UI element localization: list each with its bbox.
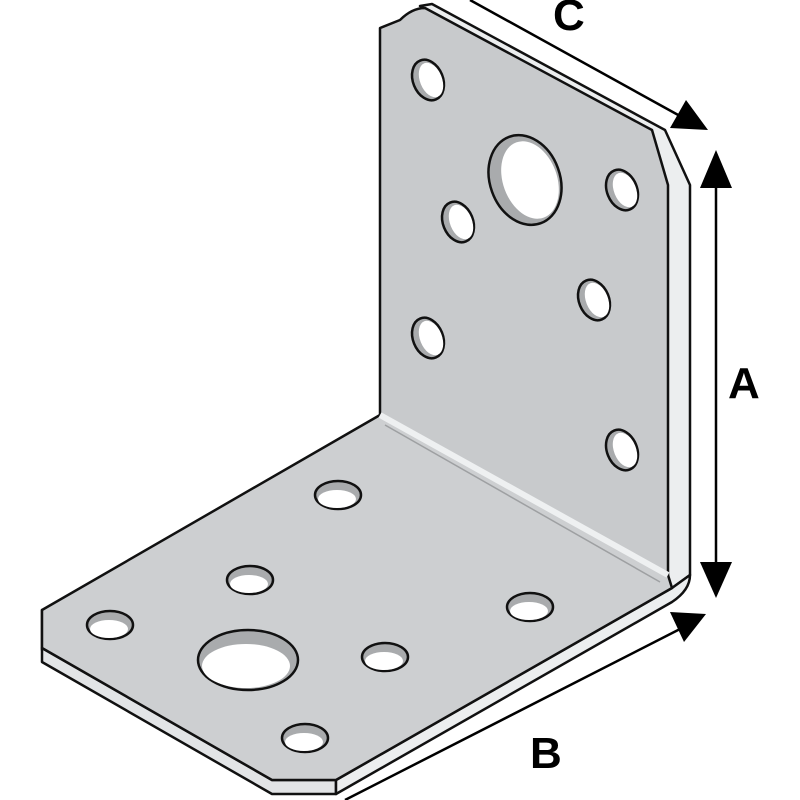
large-hole [487, 133, 563, 227]
bend-line [384, 424, 661, 583]
small-hole [576, 278, 612, 322]
horizontal-plate-side-edge [334, 573, 692, 796]
dimension-a-arrowhead-top [700, 150, 732, 188]
small-hole [360, 641, 410, 673]
small-hole [505, 591, 555, 623]
small-hole [410, 58, 446, 102]
small-hole [604, 428, 640, 472]
dimension-b-label: B [530, 729, 562, 778]
horizontal-plate [40, 412, 692, 796]
dimension-a: A [700, 150, 760, 598]
large-hole [196, 628, 300, 692]
small-hole [85, 609, 135, 641]
vertical-plate-holes [410, 58, 640, 472]
small-hole [313, 479, 363, 511]
dimension-a-label: A [728, 359, 760, 408]
small-hole [604, 168, 640, 212]
bend-highlight [378, 412, 670, 578]
dimension-c-label: C [553, 0, 585, 40]
dimension-b-line [344, 626, 683, 800]
small-hole [280, 722, 330, 754]
dimension-c-line [469, 0, 681, 118]
small-hole [225, 564, 275, 596]
dimension-a-arrowhead-bottom [700, 562, 732, 598]
dimension-b-arrowhead [670, 612, 706, 642]
dimension-c: C [469, 0, 708, 130]
dimension-c-arrowhead [670, 100, 708, 130]
small-hole [440, 200, 476, 244]
dimension-b: B [344, 612, 706, 800]
small-hole [410, 316, 446, 360]
horizontal-plate-holes [85, 479, 555, 754]
